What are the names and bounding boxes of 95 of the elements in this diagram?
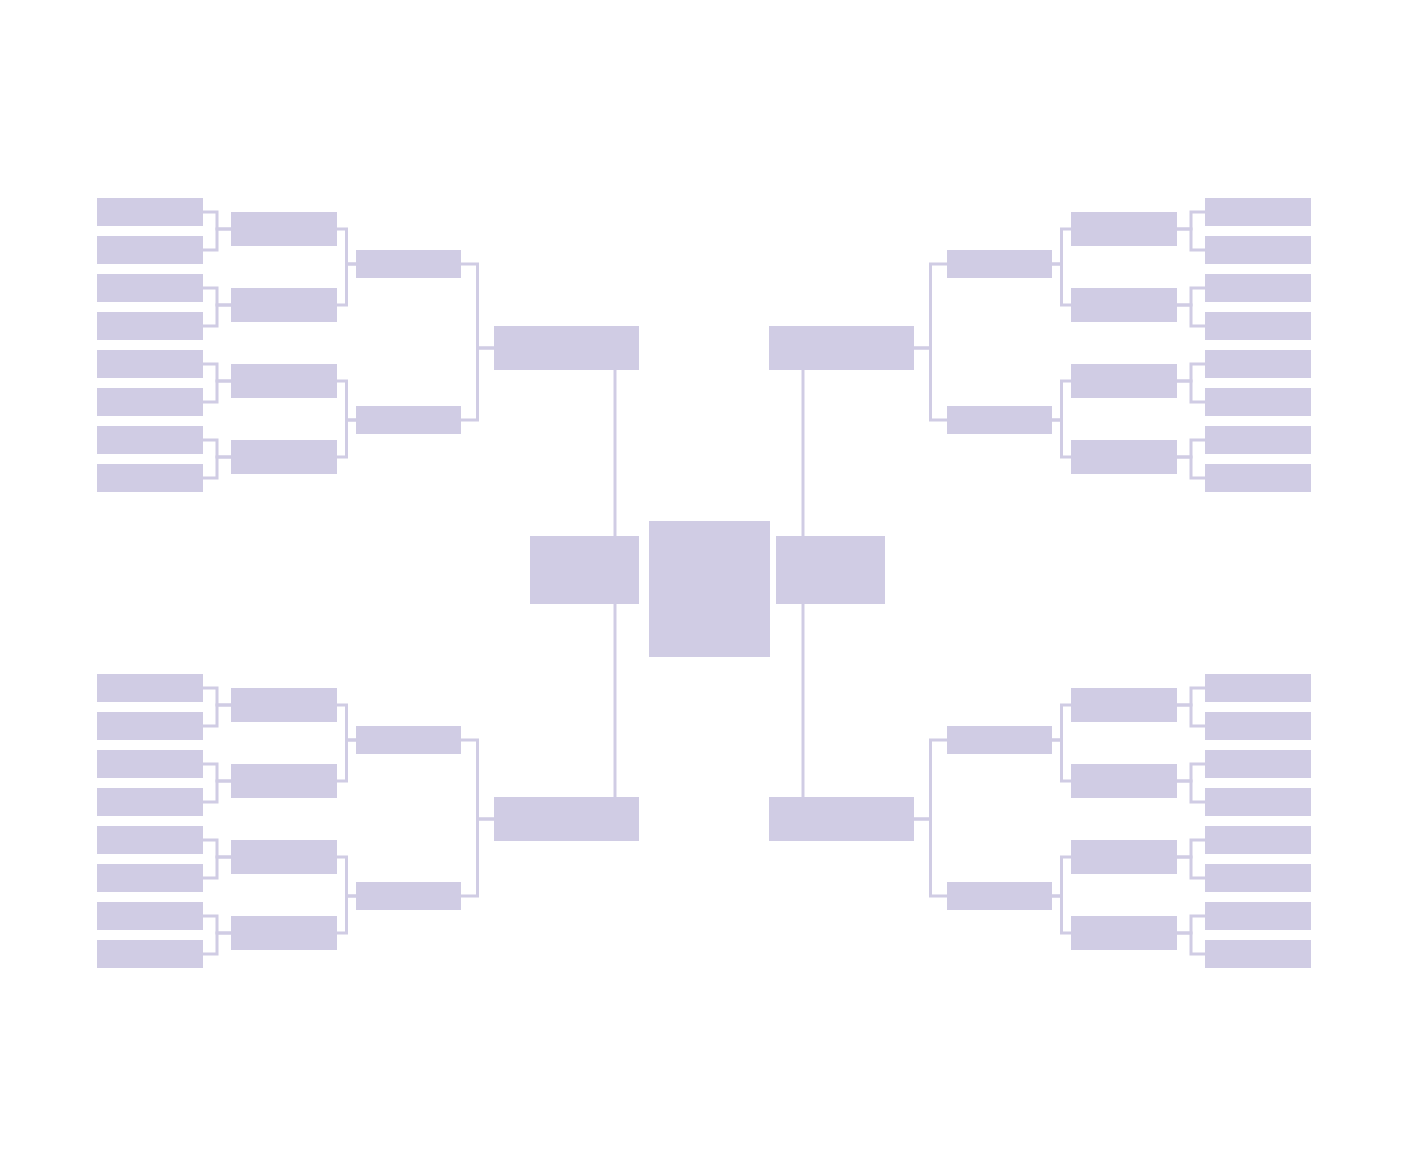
- bracket-slot: [947, 406, 1052, 434]
- bracket-line: [337, 262, 356, 307]
- bracket-slot: [97, 198, 203, 226]
- bracket-slot: [97, 788, 203, 816]
- bracket-slot: [1071, 764, 1177, 798]
- bracket-slot: [231, 212, 337, 246]
- bracket-line: [461, 346, 494, 422]
- bracket-line: [1177, 855, 1205, 880]
- bracket-slot: [1071, 688, 1177, 722]
- bracket-slot: [769, 326, 914, 370]
- bracket-slot: [1205, 426, 1311, 454]
- bracket-slot: [1205, 198, 1311, 226]
- bracket-slot: [947, 882, 1052, 910]
- bracket-slot: [97, 312, 203, 340]
- bracket-slot: [97, 426, 203, 454]
- bracket-line: [337, 418, 356, 459]
- bracket-slot: [494, 797, 639, 841]
- bracket-slot: [1205, 236, 1311, 264]
- bracket-slot: [649, 521, 770, 657]
- bracket-slot: [97, 902, 203, 930]
- bracket-slot: [1071, 840, 1177, 874]
- bracket-slot: [231, 364, 337, 398]
- bracket-slot: [1205, 902, 1311, 930]
- bracket-slot: [1205, 388, 1311, 416]
- bracket-line: [1177, 303, 1205, 328]
- bracket-line: [1052, 418, 1071, 459]
- bracket-line: [1177, 455, 1205, 480]
- bracket-line: [1177, 379, 1205, 404]
- bracket-slot: [97, 750, 203, 778]
- bracket-line: [801, 370, 805, 536]
- bracket-slot: [1071, 364, 1177, 398]
- bracket-line: [1052, 738, 1071, 783]
- bracket-slot: [231, 688, 337, 722]
- bracket-slot: [97, 464, 203, 492]
- bracket-line: [801, 604, 805, 797]
- bracket-slot: [231, 440, 337, 474]
- bracket-line: [203, 779, 231, 804]
- bracket-slot: [1071, 440, 1177, 474]
- bracket-line: [1052, 894, 1071, 935]
- bracket-line: [1177, 703, 1205, 728]
- bracket-line: [461, 817, 494, 898]
- bracket-line: [613, 370, 617, 536]
- bracket-line: [613, 604, 617, 797]
- bracket-slot: [769, 797, 914, 841]
- bracket-slot: [1071, 916, 1177, 950]
- bracket-line: [203, 227, 231, 252]
- bracket-slot: [231, 840, 337, 874]
- bracket-slot: [97, 674, 203, 702]
- bracket-slot: [97, 940, 203, 968]
- bracket-slot: [1205, 788, 1311, 816]
- bracket-line: [1052, 262, 1071, 307]
- bracket-slot: [97, 350, 203, 378]
- bracket-slot: [231, 764, 337, 798]
- bracket-slot: [494, 326, 639, 370]
- bracket-slot: [1205, 826, 1311, 854]
- bracket-slot: [97, 712, 203, 740]
- bracket-slot: [1205, 274, 1311, 302]
- bracket-slot: [1205, 712, 1311, 740]
- bracket-slot: [776, 536, 885, 604]
- bracket-slot: [97, 274, 203, 302]
- bracket-slot: [1071, 212, 1177, 246]
- bracket-line: [203, 855, 231, 880]
- bracket-slot: [231, 916, 337, 950]
- bracket-slot: [356, 250, 461, 278]
- bracket-slot: [356, 726, 461, 754]
- bracket-slot: [1205, 464, 1311, 492]
- bracket-line: [337, 894, 356, 935]
- bracket-slot: [97, 388, 203, 416]
- bracket-slot: [356, 882, 461, 910]
- bracket-slot: [947, 726, 1052, 754]
- bracket-line: [1177, 227, 1205, 252]
- bracket-slot: [947, 250, 1052, 278]
- bracket-line: [203, 931, 231, 956]
- bracket-slot: [1205, 674, 1311, 702]
- bracket-line: [203, 303, 231, 328]
- bracket-slot: [97, 236, 203, 264]
- bracket-slot: [1071, 288, 1177, 322]
- bracket-slot: [1205, 750, 1311, 778]
- bracket-slot: [1205, 312, 1311, 340]
- bracket-slot: [231, 288, 337, 322]
- bracket-slot: [356, 406, 461, 434]
- bracket-line: [914, 817, 947, 898]
- bracket-line: [203, 455, 231, 480]
- bracket-line: [203, 703, 231, 728]
- bracket-slot: [530, 536, 639, 604]
- bracket-line: [203, 379, 231, 404]
- bracket-slot: [1205, 864, 1311, 892]
- bracket-line: [1177, 931, 1205, 956]
- bracket-slot: [1205, 350, 1311, 378]
- bracket-line: [914, 346, 947, 422]
- bracket-slot: [97, 864, 203, 892]
- bracket-line: [1177, 779, 1205, 804]
- bracket-line: [337, 738, 356, 783]
- bracket-slot: [1205, 940, 1311, 968]
- bracket-slot: [97, 826, 203, 854]
